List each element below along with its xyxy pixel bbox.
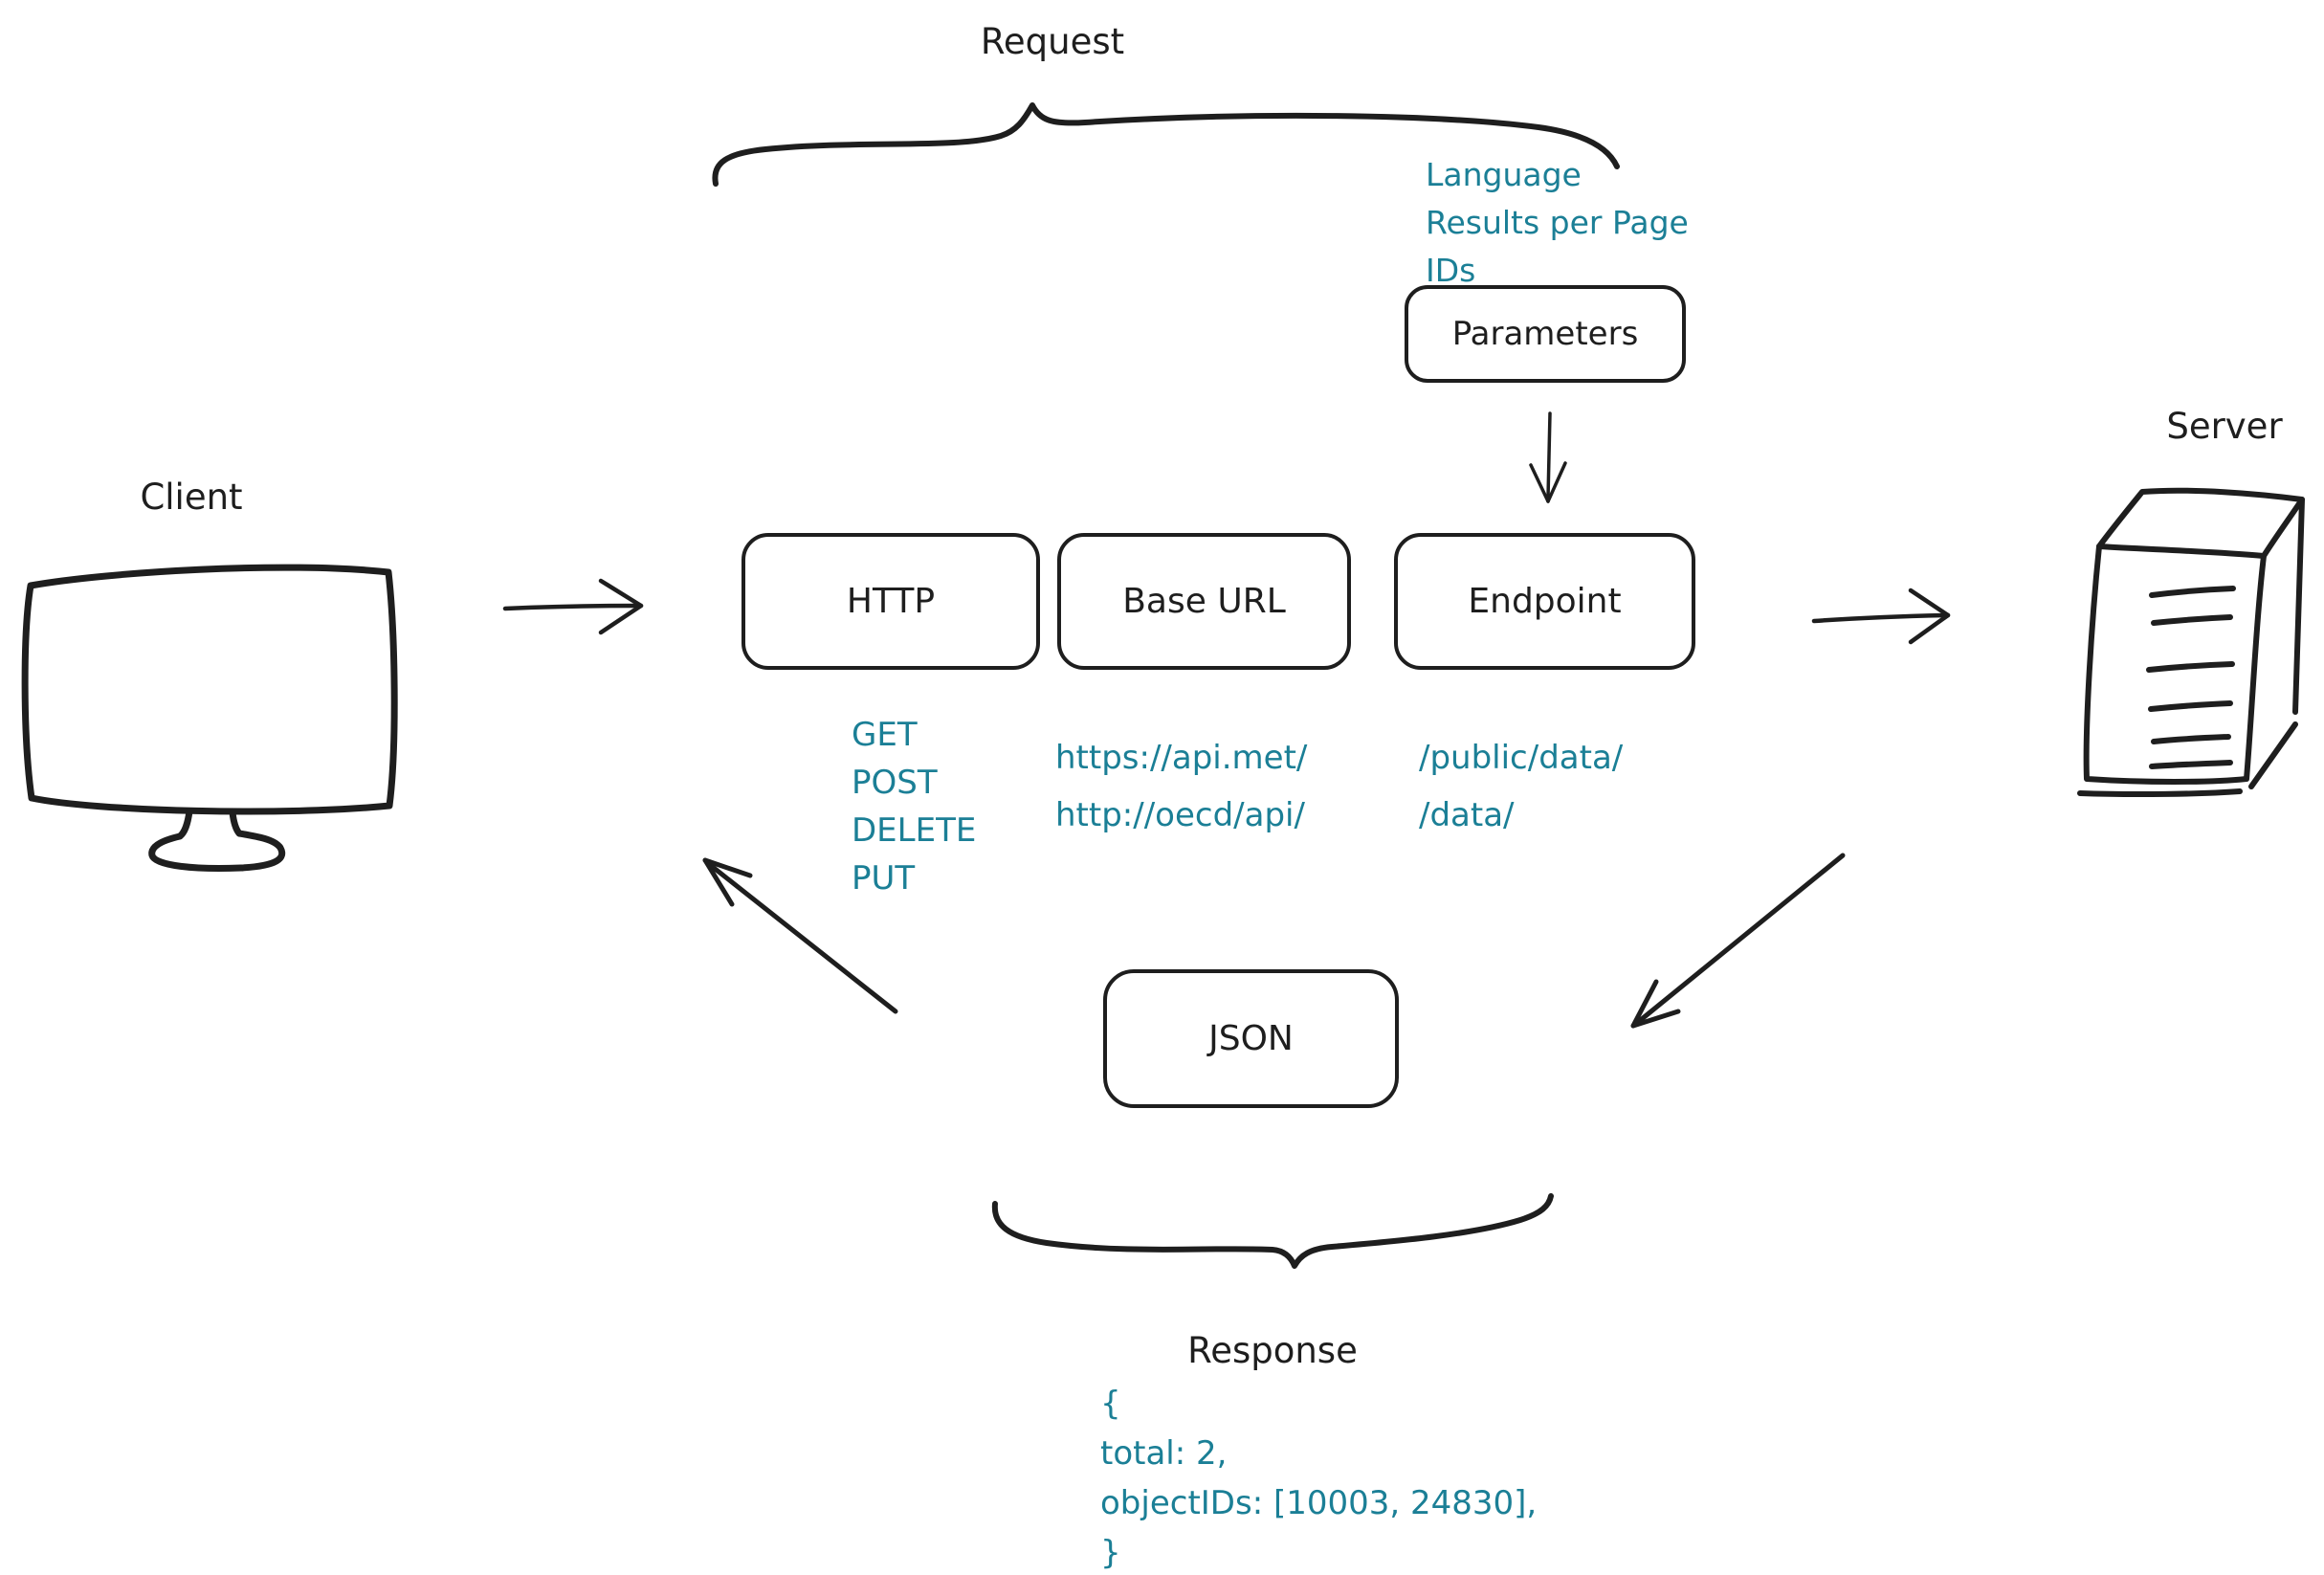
response-brace — [991, 1193, 1554, 1269]
client-monitor-icon — [21, 564, 398, 872]
parameter-example: Language — [1426, 156, 1582, 193]
base-url-examples-list: https://api.met/ http://oecd/api/ — [1055, 729, 1307, 844]
arrow-json-to-client — [702, 857, 898, 1014]
request-brace — [712, 102, 1620, 187]
endpoint-node-label: Endpoint — [1468, 582, 1622, 621]
json-node-label: JSON — [1208, 1019, 1294, 1058]
endpoint-node: Endpoint — [1394, 533, 1695, 670]
parameter-example: Results per Page — [1426, 204, 1689, 241]
response-json-snippet: { total: 2, objectIDs: [10003, 24830], } — [1100, 1379, 1537, 1575]
http-method: DELETE — [852, 811, 977, 850]
base-url-example: http://oecd/api/ — [1055, 796, 1305, 834]
server-label: Server — [2166, 406, 2283, 447]
http-method: POST — [852, 764, 938, 802]
base-url-node-label: Base URL — [1122, 582, 1286, 621]
arrow-parameters-to-endpoint — [1529, 411, 1567, 503]
endpoint-examples-list: /public/data/ /data/ — [1419, 729, 1623, 844]
parameter-examples-list: Language Results per Page IDs — [1426, 151, 1689, 295]
http-method: PUT — [852, 859, 916, 898]
parameter-example: IDs — [1426, 252, 1476, 289]
arrow-endpoint-to-server — [1811, 588, 1951, 645]
client-label: Client — [140, 477, 243, 518]
endpoint-example: /data/ — [1419, 796, 1515, 834]
json-node: JSON — [1103, 969, 1399, 1108]
response-title: Response — [1187, 1330, 1358, 1371]
response-json-line: { — [1100, 1385, 1121, 1423]
request-title: Request — [980, 21, 1125, 62]
base-url-example: https://api.met/ — [1055, 739, 1308, 777]
parameters-node: Parameters — [1405, 285, 1686, 383]
response-json-line: objectIDs: [10003, 24830], — [1100, 1484, 1538, 1522]
parameters-node-label: Parameters — [1451, 315, 1639, 353]
response-json-line: } — [1100, 1534, 1121, 1572]
http-node-label: HTTP — [846, 582, 936, 621]
http-node: HTTP — [741, 533, 1040, 670]
http-method: GET — [852, 716, 918, 754]
base-url-node: Base URL — [1057, 533, 1351, 670]
arrow-server-to-json — [1630, 853, 1846, 1029]
endpoint-example: /public/data/ — [1419, 739, 1624, 777]
response-json-line: total: 2, — [1100, 1434, 1228, 1473]
http-methods-list: GET POST DELETE PUT — [852, 711, 976, 902]
arrow-client-to-http — [502, 578, 644, 635]
server-tower-icon — [2077, 487, 2305, 798]
